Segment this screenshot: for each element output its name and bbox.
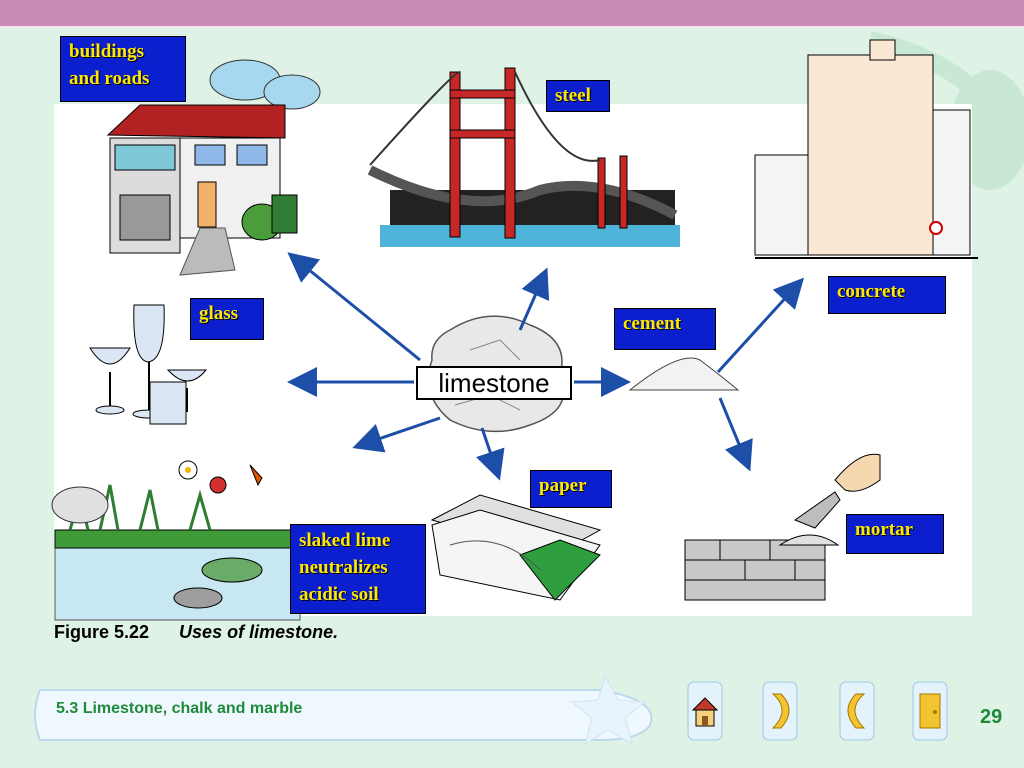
arrow-to-paper: [476, 427, 505, 481]
limestone-center-label: limestone: [416, 366, 572, 400]
label-buildings-and-roads: buildings and roads: [60, 36, 186, 102]
exit-door-icon: [912, 681, 948, 741]
top-bar: [0, 0, 1024, 26]
home-button[interactable]: [680, 680, 730, 742]
arrow-to-slaked-lime: [352, 416, 441, 453]
glasses-illustration: [89, 304, 208, 425]
house-illustration: [106, 104, 298, 276]
figure-number: Figure 5.22: [54, 622, 150, 642]
garden-soil-illustration: [51, 460, 301, 621]
label-mortar: mortar: [846, 514, 944, 554]
back-arrow-icon: [762, 681, 798, 741]
brick-wall-illustration: [684, 453, 881, 601]
label-concrete: concrete: [828, 276, 946, 314]
page-number: 29: [980, 706, 1003, 728]
label-steel: steel: [546, 80, 610, 112]
skyscraper-illustration: [754, 39, 978, 259]
arrow-to-steel: [518, 267, 550, 331]
arrow-to-mortar: [718, 397, 753, 472]
label-glass: glass: [190, 298, 264, 340]
arrow-to-buildings: [287, 252, 421, 362]
diagram-arrows: [287, 252, 805, 481]
bridge-illustration: [367, 67, 680, 247]
back-button[interactable]: [755, 680, 805, 742]
cement-pile-illustration: [628, 357, 740, 391]
label-paper: paper: [530, 470, 612, 508]
forward-arrow-icon: [839, 681, 875, 741]
home-icon: [687, 681, 723, 741]
figure-title: Uses of limestone.: [179, 622, 339, 642]
clouds-illustration: [209, 59, 321, 110]
top-bar-line: [0, 26, 1024, 28]
footer-section-title: 5.3 Limestone, chalk and marble: [56, 700, 303, 717]
figure-caption: Figure 5.22 Uses of limestone.: [54, 622, 338, 643]
arrow-to-concrete: [716, 277, 805, 374]
forward-button[interactable]: [832, 680, 882, 742]
label-slaked-lime: slaked lime neutralizes acidic soil: [290, 524, 426, 614]
label-cement: cement: [614, 308, 716, 350]
exit-button[interactable]: [905, 680, 955, 742]
newspaper-illustration: [430, 494, 602, 601]
